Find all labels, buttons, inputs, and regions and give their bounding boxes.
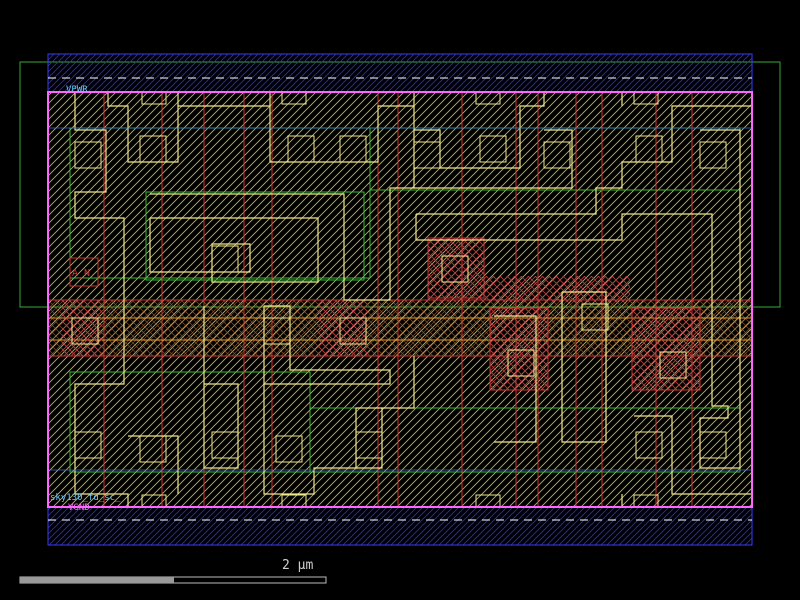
tap-ticks [141,91,659,508]
vdd-label: VPWR [66,85,88,95]
input-label: A_N [72,268,90,279]
guide-lines [48,127,752,471]
contacts [71,135,727,463]
met1-rails [47,53,753,546]
scale-bar-label: 2 µm [282,558,314,573]
cell-name-label: sky130_fd_sc_ [50,493,121,503]
scale-bar [19,576,327,584]
cell-boundary [47,91,753,508]
input-pin [69,257,99,287]
poly-band [48,237,752,391]
gnd-label: VGND [68,503,90,513]
